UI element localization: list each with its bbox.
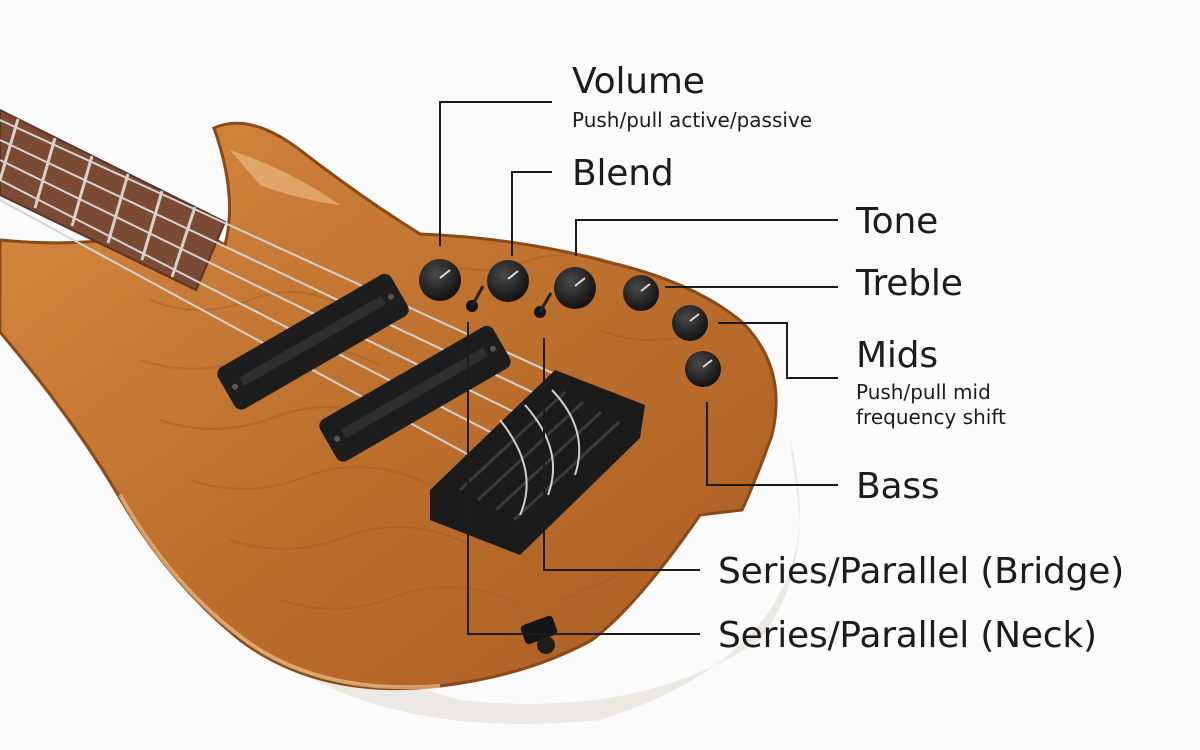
- leader-lines: [439, 101, 838, 635]
- body-edge: [118, 494, 441, 690]
- label-bass: Bass: [856, 466, 940, 507]
- knob-tone: [554, 267, 596, 309]
- label-mids-note-line1: Push/pull mid: [856, 380, 991, 404]
- neck-pickup: [217, 273, 409, 410]
- label-tone: Tone: [856, 201, 939, 242]
- label-series-parallel-neck: Series/Parallel (Neck): [718, 615, 1097, 656]
- bridge-pickup: [319, 325, 511, 462]
- leader-volume: [439, 101, 552, 246]
- output-jack: [520, 615, 558, 654]
- leader-tone: [575, 219, 838, 256]
- label-blend: Blend: [572, 153, 674, 194]
- label-treble: Treble: [856, 263, 963, 304]
- label-volume-note: Push/pull active/passive: [572, 108, 813, 132]
- fretboard: [0, 108, 227, 292]
- body-highlight: [230, 150, 340, 205]
- leader-bass: [706, 402, 838, 486]
- toggle-switch-neck: [466, 285, 485, 312]
- label-mids-note-line2: frequency shift: [856, 405, 1006, 429]
- bridge-hardware: [430, 370, 645, 555]
- knob-volume: [419, 259, 461, 301]
- leader-series-neck: [467, 322, 700, 635]
- label-volume: Volume: [572, 61, 705, 102]
- label-mids: Mids: [856, 335, 938, 376]
- knob-blend: [487, 260, 529, 302]
- leader-blend: [511, 171, 552, 256]
- label-series-parallel-bridge: Series/Parallel (Bridge): [718, 551, 1125, 592]
- knob-bass: [685, 351, 721, 387]
- toggle-switch-bridge: [534, 292, 553, 318]
- leader-series-bridge: [543, 338, 700, 571]
- frets: [0, 118, 197, 278]
- knob-mids: [672, 305, 708, 341]
- knob-treble: [623, 275, 659, 311]
- leader-mids: [718, 322, 838, 379]
